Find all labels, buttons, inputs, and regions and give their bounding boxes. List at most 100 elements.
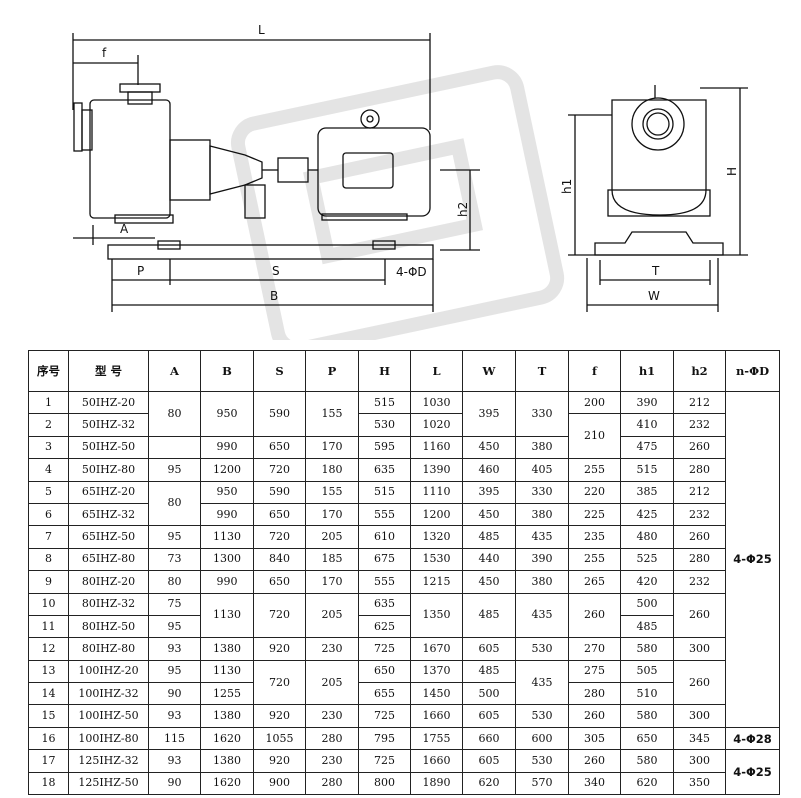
col-header: h2 <box>673 350 726 392</box>
table-cell: 16 <box>28 726 69 751</box>
table-cell: 260 <box>568 592 621 639</box>
table-cell: 13 <box>28 659 69 684</box>
table-cell: 1370 <box>410 659 463 684</box>
table-cell: 405 <box>515 458 569 482</box>
table-cell: 90 <box>148 771 201 796</box>
table-cell: 950 <box>200 391 254 437</box>
side-flange <box>631 97 685 151</box>
table-cell: 212 <box>673 480 726 504</box>
table-cell: 300 <box>673 637 726 661</box>
table-cell: 280 <box>305 726 359 751</box>
table-cell: 450 <box>462 570 516 594</box>
table-cell: 255 <box>568 547 621 572</box>
table-cell: 675 <box>358 547 411 572</box>
side-base <box>594 231 724 256</box>
table-cell: 500 <box>462 682 516 706</box>
dim-S: S <box>272 264 280 278</box>
table-cell: 395 <box>462 480 516 504</box>
table-cell: 990 <box>200 570 254 594</box>
table-cell: 80 <box>148 480 201 527</box>
table-row: 12 80IHZ-80 93 1380 920 230 725 1670 605… <box>28 637 780 661</box>
table-cell: 590 <box>253 391 306 437</box>
table-cell: 235 <box>568 525 621 549</box>
outlet-flange <box>119 83 161 93</box>
table-cell: 232 <box>673 570 726 594</box>
table-cell: 635 <box>358 458 411 482</box>
table-cell: 180 <box>305 458 359 482</box>
table-cell: 460 <box>462 458 516 482</box>
dim-f: f <box>102 46 107 60</box>
table-cell: 920 <box>253 704 306 728</box>
table-cell: 1110 <box>410 480 463 504</box>
table-cell: 1660 <box>410 704 463 728</box>
table-cell: 950 <box>200 480 254 504</box>
table-cell: 210 <box>568 413 621 460</box>
table-row: 6 65IHZ-32 990 650 170 555 1200 450 380 … <box>28 502 780 527</box>
dim-L: L <box>258 23 265 37</box>
table-cell: 480 <box>620 525 674 549</box>
table-cell: 1215 <box>410 570 463 594</box>
table-header-row: 序号 型 号 A B S P H L W T f h1 h2 n-ΦD <box>28 350 780 392</box>
table-cell: 265 <box>568 570 621 594</box>
table-row: 9 80IHZ-20 80 990 650 170 555 1215 450 3… <box>28 570 780 594</box>
table-cell: 2 <box>28 413 69 437</box>
table-cell: 605 <box>462 637 516 661</box>
table-cell: 260 <box>568 704 621 728</box>
table-cell: 350 <box>673 771 726 796</box>
table-cell: 280 <box>673 458 726 482</box>
table-cell: 260 <box>568 749 621 773</box>
table-cell: 220 <box>568 480 621 504</box>
table-cell: 3 <box>28 435 69 460</box>
base-foot-left <box>157 240 181 250</box>
table-cell: 380 <box>515 570 569 594</box>
table-cell: 485 <box>462 525 516 549</box>
table-cell: 515 <box>620 458 674 482</box>
table-cell: 80 <box>148 570 201 594</box>
table-cell: 610 <box>358 525 411 549</box>
table-cell: 280 <box>673 547 726 572</box>
table-cell: 650 <box>620 726 674 751</box>
watermark-logo <box>230 65 565 340</box>
table-cell: 450 <box>462 435 516 460</box>
table-cell: 920 <box>253 749 306 773</box>
table-cell: 205 <box>305 592 359 639</box>
table-cell: 1530 <box>410 547 463 572</box>
dim-W: W <box>648 289 660 303</box>
table-cell: 230 <box>305 704 359 728</box>
table-cell: 10 <box>28 592 69 616</box>
table-cell: 580 <box>620 637 674 661</box>
col-header: T <box>515 350 569 392</box>
table-cell: 18 <box>28 771 69 796</box>
table-cell: 65IHZ-20 <box>68 480 149 504</box>
table-cell: 580 <box>620 749 674 773</box>
table-cell: 1620 <box>200 726 254 751</box>
table-cell: 1450 <box>410 682 463 706</box>
table-cell: 1660 <box>410 749 463 773</box>
table-cell: 4-Φ25 <box>725 391 780 728</box>
table-cell: 100IHZ-50 <box>68 704 149 728</box>
table-cell: 1255 <box>200 682 254 706</box>
table-cell: 170 <box>305 502 359 527</box>
table-row: 11 80IHZ-50 95 625 485 <box>28 614 780 639</box>
col-header: n-ΦD <box>725 350 780 392</box>
dim-hole: 4-ΦD <box>396 265 427 279</box>
table-row: 8 65IHZ-80 73 1300 840 185 675 1530 440 … <box>28 547 780 572</box>
table-cell: 650 <box>253 502 306 527</box>
table-cell: 5 <box>28 480 69 504</box>
table-cell: 725 <box>358 749 411 773</box>
table-cell: 50IHZ-50 <box>68 435 149 460</box>
table-cell: 300 <box>673 704 726 728</box>
table-cell: 725 <box>358 637 411 661</box>
pump-casing <box>89 99 171 219</box>
table-cell: 232 <box>673 502 726 527</box>
table-cell: 1055 <box>253 726 306 751</box>
col-header: h1 <box>620 350 674 392</box>
table-cell: 345 <box>673 726 726 751</box>
table-cell: 380 <box>515 502 569 527</box>
table-row: 14 100IHZ-32 90 1255 655 1450 500 280 51… <box>28 682 780 706</box>
table-cell: 620 <box>620 771 674 796</box>
table-cell: 505 <box>620 659 674 684</box>
table-cell: 80IHZ-80 <box>68 637 149 661</box>
table-cell: 4-Φ25 <box>725 749 780 796</box>
table-cell: 230 <box>305 637 359 661</box>
